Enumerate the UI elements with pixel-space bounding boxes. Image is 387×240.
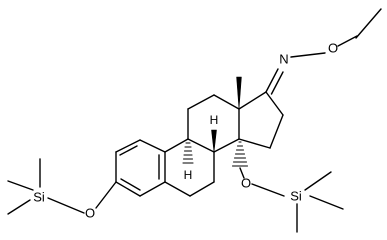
bond-c17-n-double [265, 68, 279, 93]
right-silicon-label: Si [290, 189, 302, 204]
bond-o-ch3 [337, 35, 358, 47]
methyl-wedge-bond [236, 76, 242, 110]
bond-c10-c9 [164, 138, 189, 153]
bond-c6-c5 [164, 181, 191, 197]
h9-hashed-bond [182, 142, 194, 164]
right-oxygen-label: O [241, 176, 251, 191]
oxime-nitrogen-label: N [279, 52, 288, 67]
bond-c1-c2-inner [119, 145, 138, 156]
ring-c [187, 94, 240, 153]
h8-label: H [210, 113, 219, 127]
bond-si-me-down-left [7, 199, 31, 215]
bond-c17-n-double-2 [270, 71, 284, 95]
ring-d [238, 91, 284, 149]
oxime-group: N O [265, 8, 382, 95]
h8-wedge-bond [211, 129, 217, 153]
bond-c14-o [239, 167, 245, 179]
bond-si-me-right [309, 195, 344, 210]
bond-c3-o [95, 181, 117, 209]
bond-c4-c5 [139, 181, 166, 197]
bond-c15-c14 [238, 138, 271, 149]
left-otms-group: O Si [7, 158, 117, 221]
left-oxygen-label: O [85, 206, 95, 221]
right-otms-group: O Si [239, 167, 344, 233]
bond-c3-c4 [115, 181, 141, 197]
bond-c1-c2 [115, 139, 141, 153]
bond-o-si-left [47, 197, 85, 214]
oxime-oxygen-label: O [328, 41, 338, 56]
bond-c11-c12 [187, 94, 215, 110]
h9-label: H [184, 168, 193, 182]
bond-c13-c17 [238, 91, 267, 110]
c14-hashed-bond [231, 141, 249, 167]
left-silicon-label: Si [33, 190, 45, 205]
bond-c3-c4-inner [120, 178, 141, 191]
bond-c12-c13 [213, 94, 240, 110]
ring-a-aromatic [115, 139, 166, 197]
bond-o-methyl [355, 8, 382, 39]
bond-si-me-up [304, 171, 332, 191]
bond-c17-c16 [265, 91, 284, 116]
bond-c16-c15 [269, 114, 284, 149]
bond-c7-c6 [189, 181, 215, 197]
ring-b [164, 138, 215, 197]
bond-c10-c1 [139, 139, 166, 153]
bond-n-o [290, 52, 326, 58]
bond-si-me-upper-left [7, 180, 34, 191]
bond-c14-c8 [213, 138, 240, 153]
bond-c9-c8 [187, 138, 215, 153]
bond-o-si-right [251, 183, 285, 197]
